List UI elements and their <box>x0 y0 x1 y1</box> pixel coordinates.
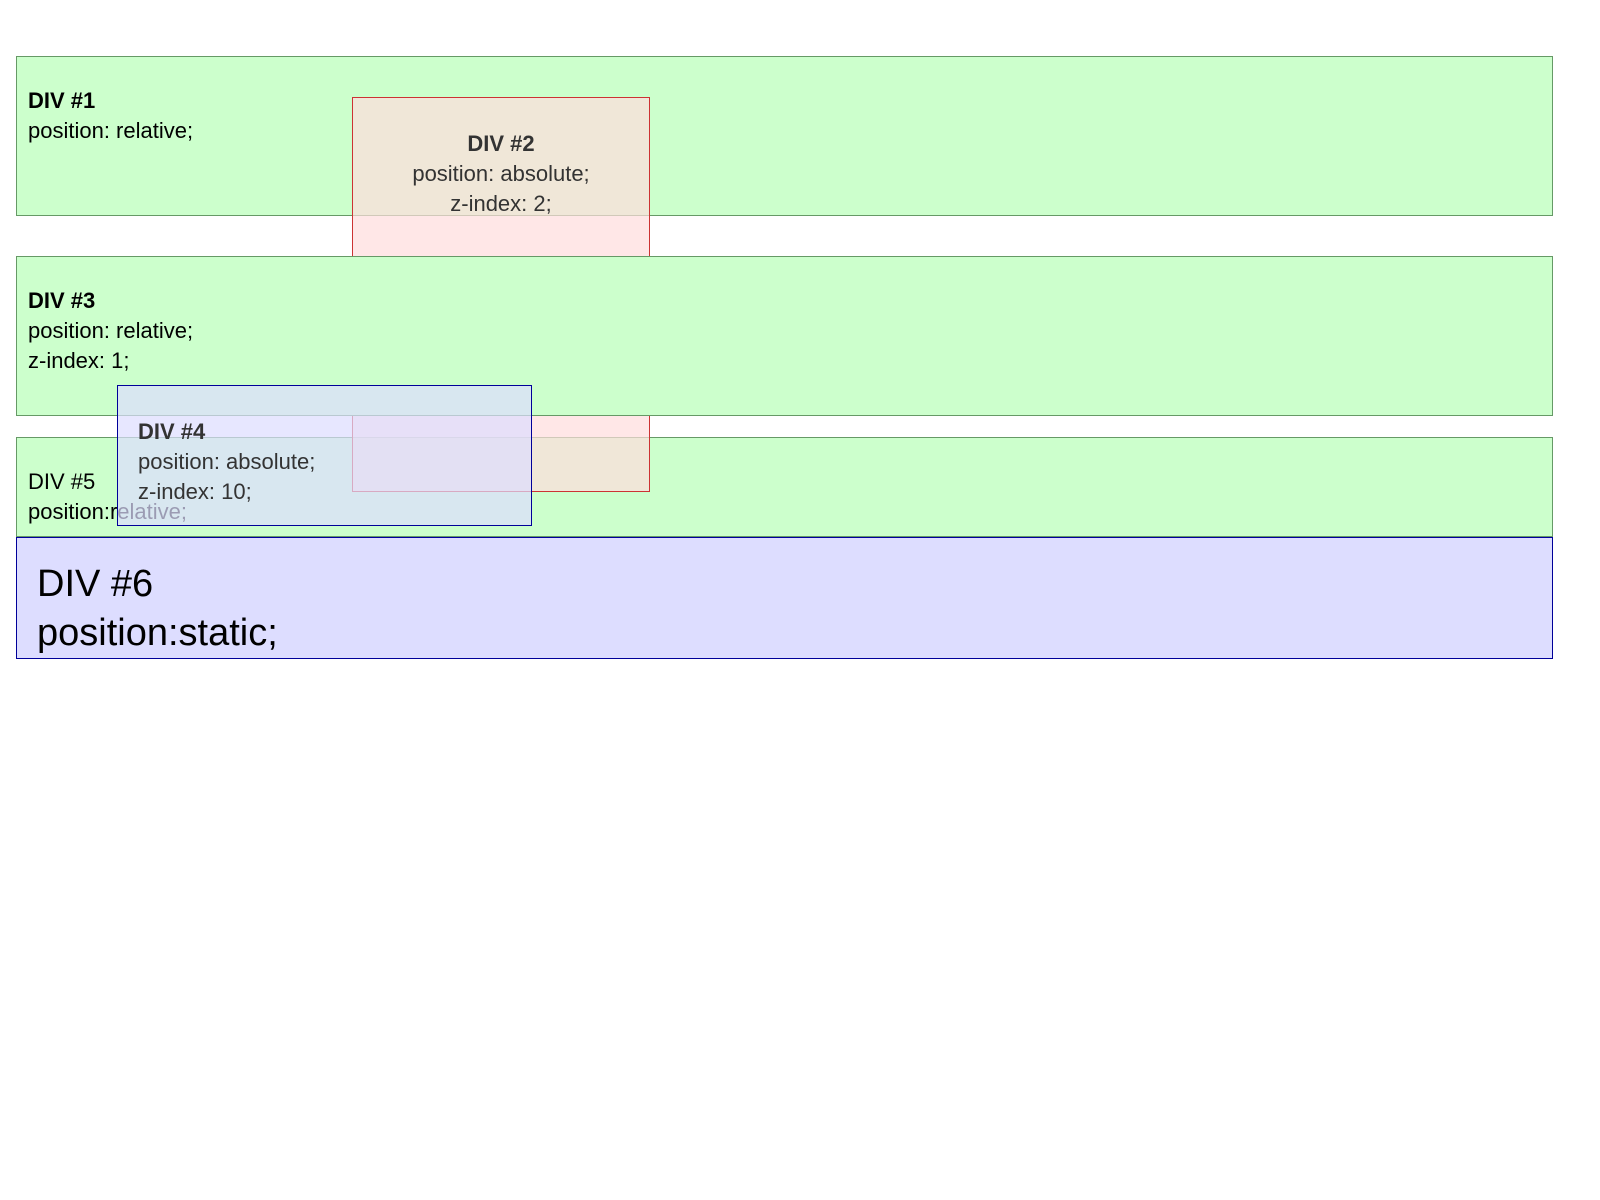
div3-zindex-text: z-index: 1; <box>28 348 130 373</box>
div3-title: DIV #3 <box>28 288 96 313</box>
div4-box: DIV #4 position: absolute; z-index: 10; <box>117 385 532 526</box>
div4-zindex-text: z-index: 10; <box>138 479 252 504</box>
div2-title: DIV #2 <box>467 131 535 156</box>
div1-title: DIV #1 <box>28 88 96 113</box>
div1-box: DIV #1 position: relative; <box>16 56 1553 216</box>
div4-title: DIV #4 <box>138 419 206 444</box>
div2-position-text: position: absolute; <box>412 161 590 186</box>
div4-position-text: position: absolute; <box>138 449 316 474</box>
div6-position-text: position:static; <box>37 612 278 654</box>
div3-position-text: position: relative; <box>28 318 194 343</box>
div6-title: DIV #6 <box>37 563 154 605</box>
div6-box: DIV #6 position:static; <box>16 537 1553 659</box>
div1-position-text: position: relative; <box>28 118 194 143</box>
div5-title: DIV #5 <box>28 469 96 494</box>
div2-zindex-text: z-index: 2; <box>450 191 552 216</box>
